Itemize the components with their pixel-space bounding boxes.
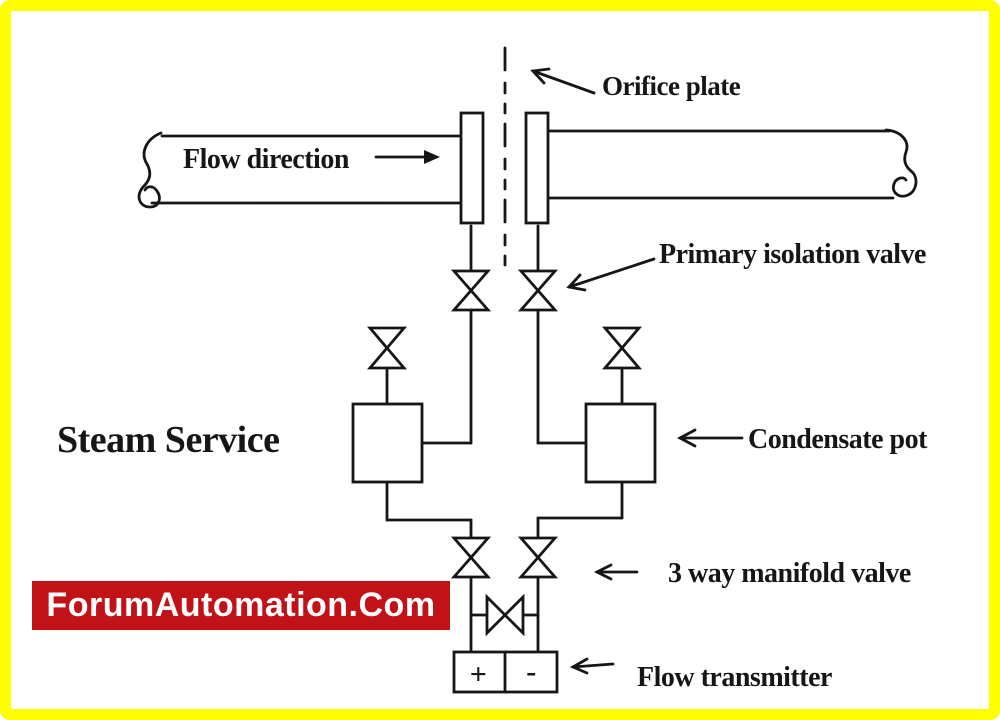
primary-isolation-valve-left-icon — [450, 269, 492, 312]
flow-direction-arrow — [374, 150, 440, 164]
steam-service-label: Steam Service — [57, 419, 279, 461]
manifold-valve-left-icon — [450, 536, 492, 579]
condensate-pot-arrow — [677, 428, 744, 448]
three-way-manifold-valve-label: 3 way manifold valve — [668, 558, 911, 589]
pipe-left — [137, 131, 463, 209]
pipe-break-squiggle-right — [884, 128, 918, 198]
orifice-plate-arrow — [530, 67, 596, 95]
condensate-pot-right — [584, 402, 657, 484]
vent-valve-left-icon — [366, 326, 408, 370]
pipe-break-squiggle-left — [137, 131, 163, 209]
orifice-flange-right — [524, 111, 550, 225]
flow-transmitter-label: Flow transmitter — [637, 662, 832, 693]
transmitter-high-port-label: + — [470, 658, 487, 691]
pot-outlet-right — [536, 480, 624, 540]
vent-valve-right-icon — [601, 326, 643, 370]
equalizing-valve-icon — [485, 593, 525, 637]
transmitter-low-port-label: - — [526, 655, 536, 688]
flow-direction-label: Flow direction — [183, 144, 350, 175]
manifold-valve-arrow — [593, 563, 639, 581]
orifice-flange-left — [459, 111, 485, 225]
primary-isolation-valve-arrow — [566, 257, 656, 292]
pipe-right — [546, 128, 918, 200]
flow-transmitter-arrow — [569, 657, 615, 675]
condensate-pot-label: Condensate pot — [748, 424, 928, 455]
primary-isolation-valve-label: Primary isolation valve — [659, 239, 926, 270]
orifice-plate-label: Orifice plate — [602, 71, 741, 101]
pot-outlet-left — [385, 480, 473, 540]
forum-automation-watermark-text: ForumAutomation.Com — [46, 586, 436, 624]
condensate-pot-left — [351, 402, 424, 484]
primary-isolation-valve-right-icon — [517, 269, 559, 312]
manifold-valve-right-icon — [517, 536, 559, 579]
forum-automation-watermark: ForumAutomation.Com — [32, 581, 450, 630]
